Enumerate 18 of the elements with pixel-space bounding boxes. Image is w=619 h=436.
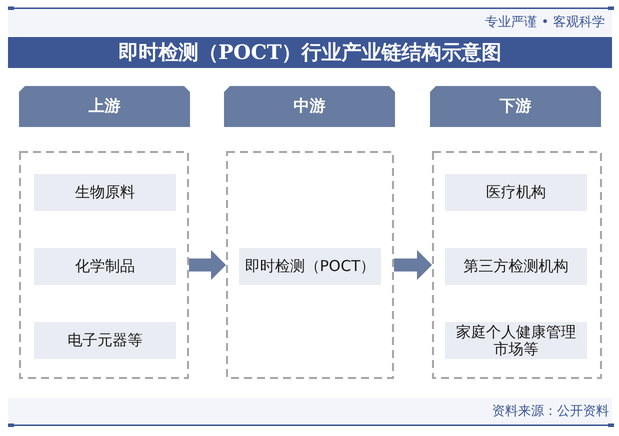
- item-box: 即时检测（POCT）: [239, 248, 381, 285]
- column-header: 中游: [224, 86, 395, 127]
- item-box: 家庭个人健康管理市场等: [445, 322, 587, 359]
- item-box: 电子元器等: [34, 322, 176, 359]
- source-note: 资料来源：公开资料: [492, 403, 609, 421]
- item-box: 生物原料: [34, 174, 176, 211]
- group-box: [432, 151, 602, 379]
- arrow: [394, 250, 432, 280]
- item-box: 化学制品: [34, 248, 176, 285]
- item-box: 医疗机构: [445, 174, 587, 211]
- title-banner: 即时检测（POCT）行业产业链结构示意图: [8, 37, 612, 68]
- arrow: [189, 250, 226, 280]
- item-box: 第三方检测机构: [445, 248, 587, 285]
- column-header: 上游: [19, 86, 190, 127]
- column-header: 下游: [430, 86, 601, 127]
- group-box: [226, 151, 394, 379]
- slogan-text: 专业严谨 • 客观科学: [485, 14, 605, 32]
- group-box: [19, 151, 189, 379]
